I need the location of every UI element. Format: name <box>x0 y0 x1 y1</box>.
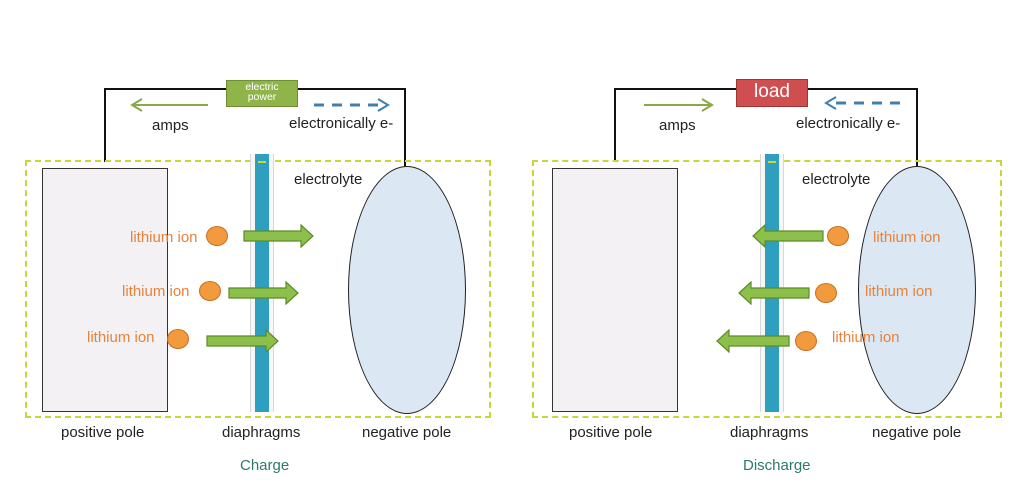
circuit-wire-top-left <box>614 88 738 90</box>
ion-arrow-left-icon <box>716 329 790 353</box>
lithium-ion-icon <box>815 283 837 303</box>
ion-label: lithium ion <box>122 283 190 300</box>
ion-label: lithium ion <box>832 329 900 346</box>
lithium-ion-icon <box>199 281 221 301</box>
circuit-wire-top-right <box>296 88 406 90</box>
discharge-diagram: load amps electronically e- electrolyte … <box>512 0 1024 491</box>
electric-power-source: electric power <box>226 80 298 107</box>
circuit-wire-top-left <box>104 88 228 90</box>
current-label: amps <box>152 117 189 134</box>
separator-label: diaphragms <box>222 424 301 441</box>
discharge-title: Discharge <box>743 457 811 474</box>
circuit-wire-right <box>404 88 406 168</box>
electron-arrow-left-icon <box>824 96 902 110</box>
lithium-ion-icon <box>795 331 817 351</box>
ion-arrow-right-icon <box>228 281 299 305</box>
separator-mark <box>258 161 266 163</box>
ion-label: lithium ion <box>130 229 198 246</box>
separator-mark <box>768 161 776 163</box>
current-arrow-left-icon <box>130 98 208 112</box>
source-label-line-2: power <box>247 91 277 103</box>
negative-pole-label: negative pole <box>872 424 962 441</box>
separator-diaphragm <box>765 154 779 412</box>
ion-label: lithium ion <box>865 283 933 300</box>
electron-label: electronically e- <box>796 115 901 132</box>
ion-arrow-right-icon <box>206 329 279 353</box>
charge-diagram: electric power amps electronically e- el… <box>25 80 491 474</box>
positive-pole-label: positive pole <box>569 424 653 441</box>
negative-pole <box>858 166 976 414</box>
charge-title: Charge <box>240 457 290 474</box>
ion-label: lithium ion <box>87 329 155 346</box>
lithium-ion-icon <box>206 226 228 246</box>
current-label: amps <box>659 117 696 134</box>
circuit-wire-left <box>104 88 106 162</box>
lithium-ion-icon <box>167 329 189 349</box>
positive-pole-label: positive pole <box>61 424 145 441</box>
negative-pole <box>348 166 466 414</box>
load-box: load <box>736 79 808 107</box>
ion-arrow-right-icon <box>243 224 314 248</box>
circuit-wire-left <box>614 88 616 162</box>
negative-pole-label: negative pole <box>362 424 452 441</box>
source-label-line-1: electric <box>245 81 279 93</box>
ion-label: lithium ion <box>873 229 941 246</box>
electron-label: electronically e- <box>289 115 394 132</box>
electron-arrow-right-icon <box>314 98 390 112</box>
lithium-ion-icon <box>827 226 849 246</box>
circuit-wire-right <box>916 88 918 168</box>
electrolyte-label: electrolyte <box>802 171 871 188</box>
positive-pole <box>42 168 168 412</box>
load-label: load <box>754 81 790 102</box>
ion-arrow-left-icon <box>752 224 824 248</box>
circuit-wire-top-right <box>806 88 918 90</box>
current-arrow-right-icon <box>644 98 714 112</box>
electrolyte-label: electrolyte <box>294 171 363 188</box>
positive-pole <box>552 168 678 412</box>
ion-arrow-left-icon <box>738 281 810 305</box>
separator-label: diaphragms <box>730 424 809 441</box>
